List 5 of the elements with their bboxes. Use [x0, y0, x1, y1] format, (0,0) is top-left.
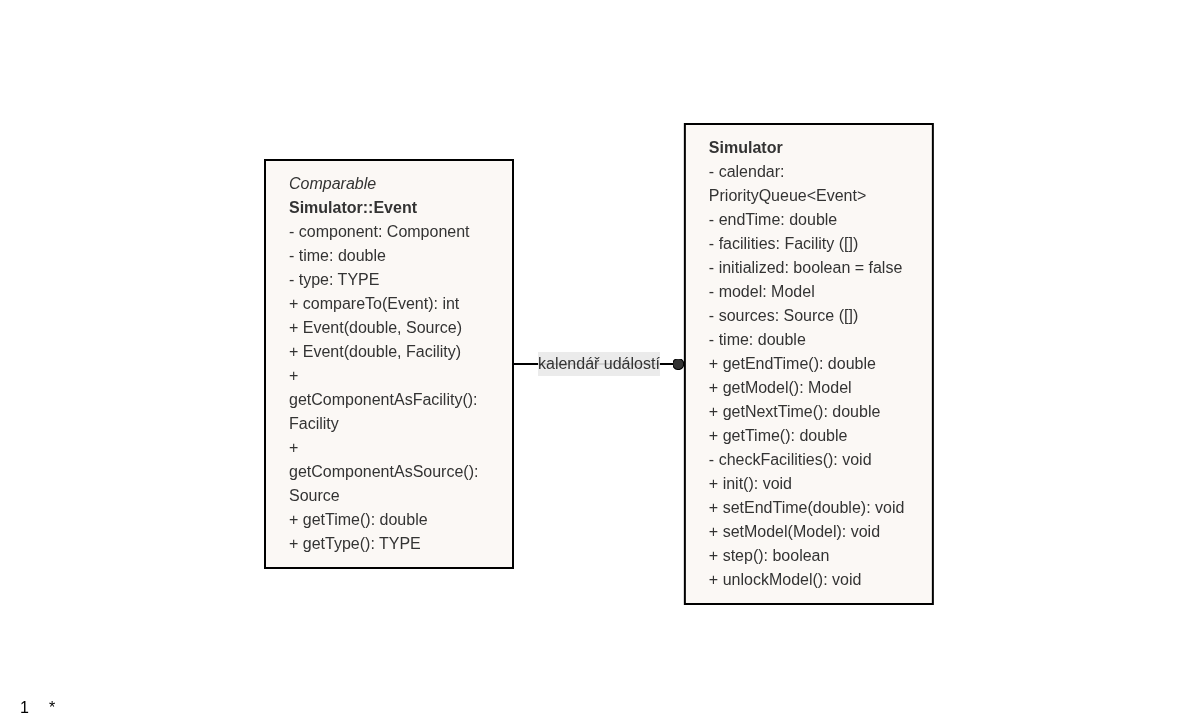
multiplicity-label: 1	[20, 699, 29, 717]
node-box: Simulator - calendar: PriorityQueue<Event> - endTime: double - facilities: Facility ([]) - initialized: boolean = false - model: Model - sources: Source ([]) - time: double + getEndTime(): double + getModel(): Model + getNextTime(): double + getTime(): double - checkFacilities(): void + init(): void + setEndTime(double): void + setModel(Model): void + step(): boolean + unlockModel(): void	[683, 122, 934, 605]
edge-label: kalendář událostí	[537, 354, 660, 372]
node-box: Comparable Simulator::Event - component: Component - time: double - type: TYPE + compareTo(Event): int + Event(double, Source) + Event(double, Facility) + getComponentAsFacility(): Facility + getComponentAsSource(): Source + getTime(): double + getType(): TYPE	[263, 158, 514, 569]
multiplicity-label: *	[48, 699, 56, 717]
